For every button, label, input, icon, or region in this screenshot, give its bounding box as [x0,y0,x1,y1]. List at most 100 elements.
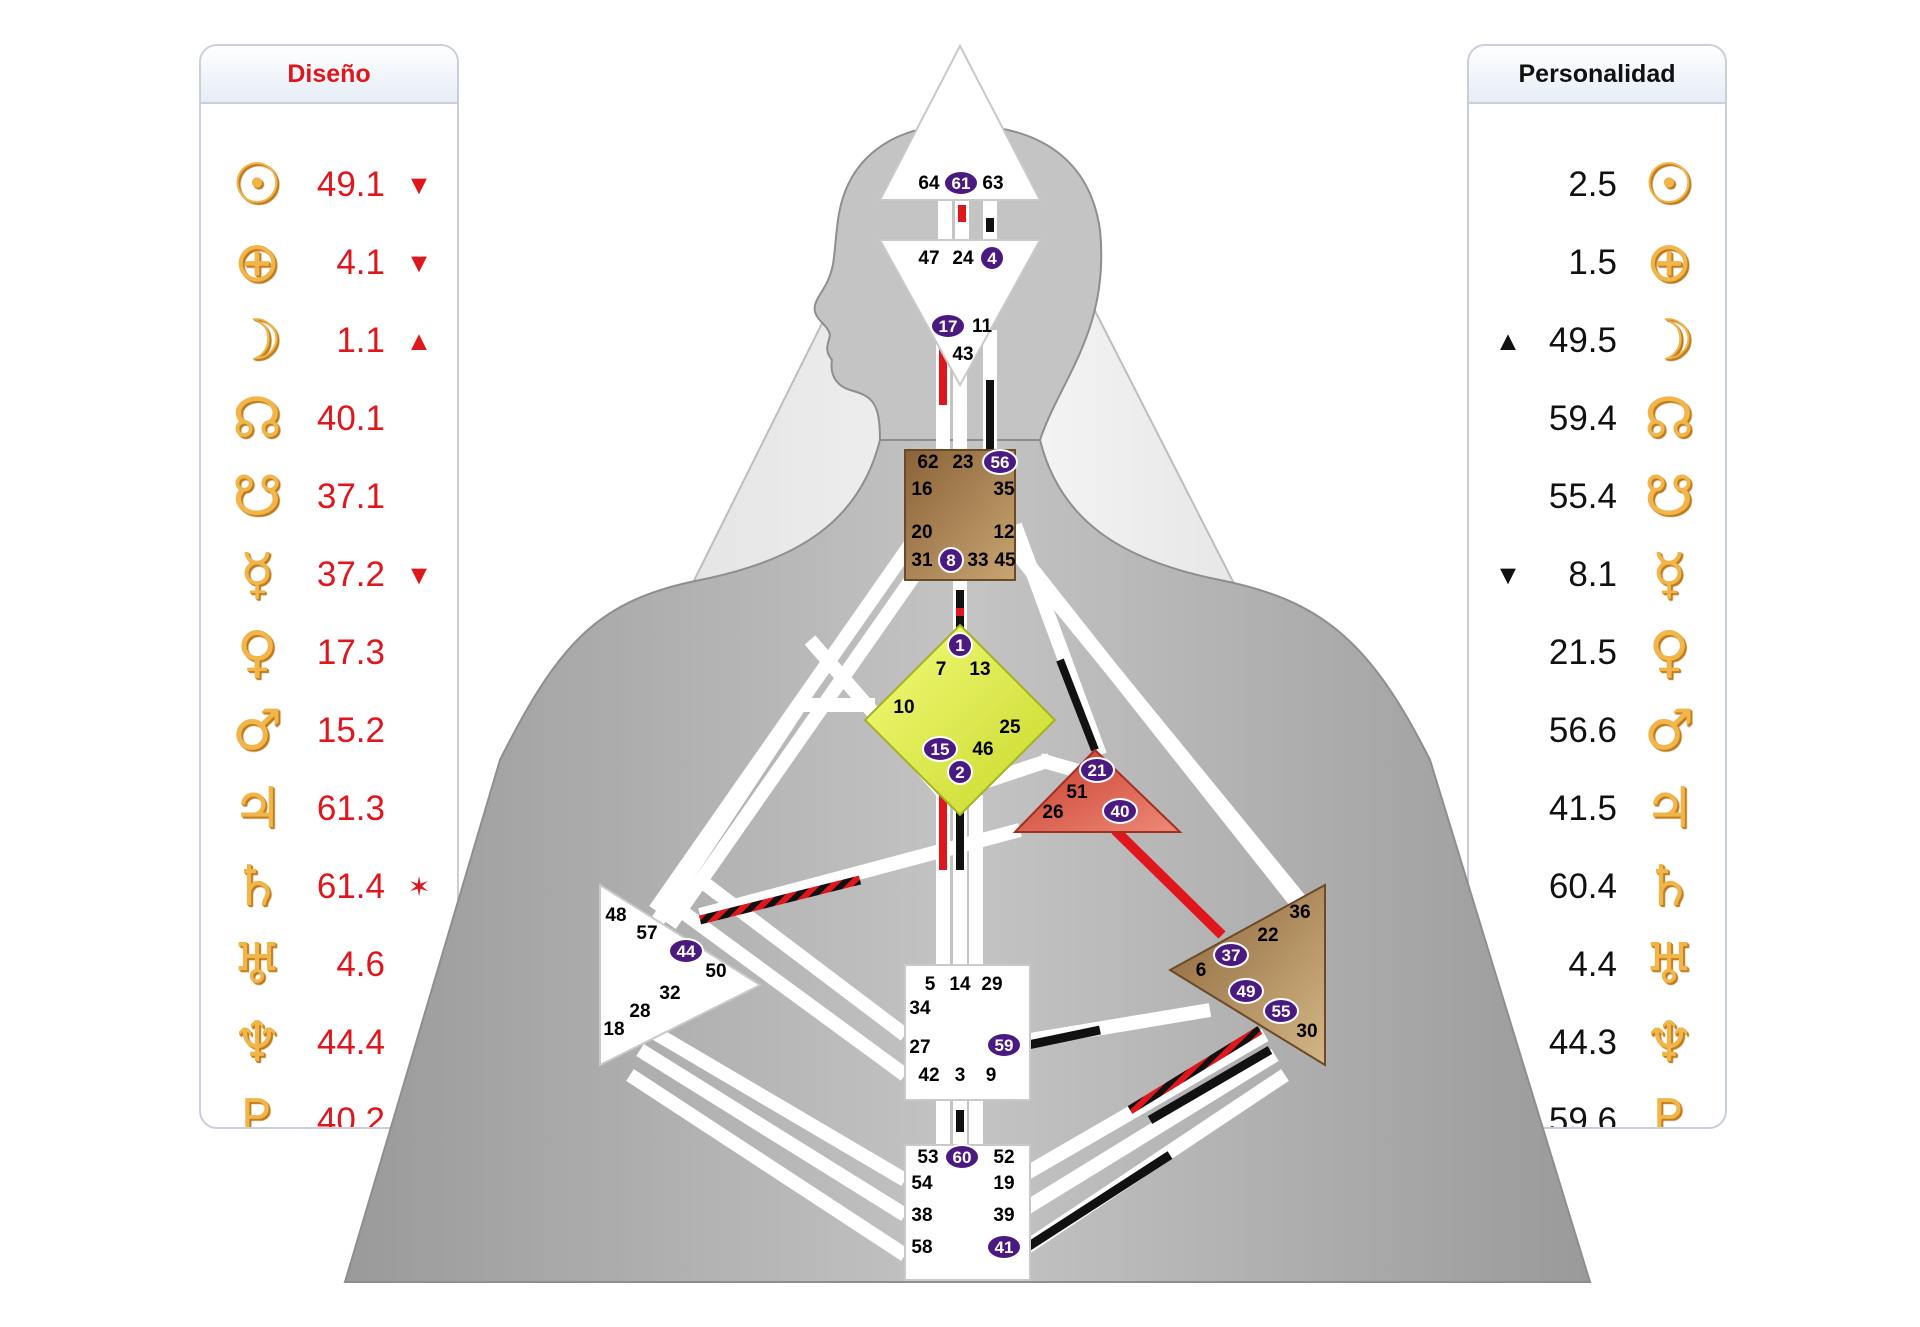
north-node-icon: ☊ [232,386,282,451]
gate-number: 24 [952,248,974,269]
gate-38: 38 [911,1205,932,1226]
gate-number: 18 [603,1019,624,1040]
gate-marker [986,1032,1022,1058]
gate-number: 29 [981,974,1002,995]
gate-number: 51 [1066,782,1088,803]
channel-activations [698,205,1273,1256]
gate-62: 62 [917,452,938,473]
personality-panel: Personalidad ☉2.5⊕1.5☽49.5▲☊59.4☋55.4☿8.… [1467,44,1727,1129]
gate-number: 7 [936,659,947,680]
gate-1: 1 [947,632,973,658]
gate-15: 15 [922,736,958,762]
personality-row-uranus: ♅ 4.4 [1469,926,1725,1004]
gate-number: 10 [893,697,914,718]
design-row-mercury: ☿37.2▼ [201,536,457,614]
gate-marker [1102,798,1138,824]
gate-32: 32 [659,983,680,1004]
gate-54: 54 [911,1173,933,1194]
ego-centre [1012,748,1183,833]
gate-marker [944,1144,980,1170]
design-row-sun: ☉49.1▼ [201,146,457,224]
gate-52: 52 [993,1147,1014,1168]
gate-number: 28 [629,1001,650,1022]
gate-31: 31 [911,550,933,571]
gate-46: 46 [972,739,993,760]
gate-line-value: 37.2 [316,555,385,594]
fixing-mark: ▲ [1494,326,1522,356]
gate-line-value: 1.5 [1568,243,1617,282]
gate-line-value: 60.4 [1548,867,1617,906]
gate-35: 35 [993,479,1015,500]
gate-43: 43 [952,344,973,365]
moon-icon: ☽ [1643,308,1695,373]
venus-icon: ♀ [236,620,278,685]
gate-2: 2 [947,759,973,785]
gate-34: 34 [909,998,931,1019]
gate-64: 64 [918,173,940,194]
gate-number: 16 [911,479,932,500]
gate-number: 60 [953,1148,972,1167]
gate-47: 47 [918,248,939,269]
gate-14: 14 [949,974,971,995]
gate-number: 52 [993,1147,1014,1168]
gate-55: 55 [1263,998,1299,1024]
gate-marker [922,736,958,762]
personality-row-pluto: ♇59.6 [1469,1082,1725,1127]
gate-3: 3 [955,1065,966,1086]
gate-number: 17 [939,317,958,336]
gate-number: 36 [1289,902,1310,923]
jupiter-icon: ♃ [1643,776,1695,841]
gate-line-value: 37.1 [316,477,385,516]
personality-row-mercury: ☿8.1▼ [1469,536,1725,614]
gate-49: 49 [1228,978,1264,1004]
gate-number: 15 [931,740,950,759]
gate-10: 10 [893,697,914,718]
gate-marker [979,245,1005,271]
gate-63: 63 [982,173,1003,194]
gate-line-value: 40.2 [316,1101,385,1129]
gate-23: 23 [952,452,973,473]
gate-marker [943,170,979,196]
gate-number: 40 [1111,802,1130,821]
gate-number: 49 [1237,982,1256,1001]
personality-row-earth: ⊕1.5 [1469,224,1725,302]
gate-number: 34 [909,998,931,1019]
gate-48: 48 [605,905,626,926]
gate-line-value: 4.1 [336,243,385,282]
sacral-centre [904,964,1031,1101]
gate-61: 61 [943,170,979,196]
moon-icon: ☽ [231,308,283,373]
gate-marker [947,759,973,785]
pluto-icon: ♇ [231,1088,283,1129]
gate-26: 26 [1042,802,1063,823]
venus-icon: ♀ [1648,620,1690,685]
gate-number: 6 [1196,960,1207,981]
gate-6: 6 [1196,960,1207,981]
gate-number: 54 [911,1173,933,1194]
gate-19: 19 [993,1173,1014,1194]
gate-40: 40 [1102,798,1138,824]
gate-28: 28 [629,1001,650,1022]
gate-number: 39 [993,1205,1014,1226]
uranus-icon: ♅ [1643,932,1695,997]
gate-line-value: 1.1 [336,321,385,360]
gate-51: 51 [1066,782,1088,803]
gate-number: 27 [909,1037,930,1058]
gate-57: 57 [636,923,657,944]
gate-number: 35 [993,479,1015,500]
uranus-icon: ♅ [231,932,283,997]
gate-line-value: 4.4 [1568,945,1617,984]
gate-number: 32 [659,983,680,1004]
gate-36: 36 [1289,902,1310,923]
gate-60: 60 [944,1144,980,1170]
design-row-pluto: ♇ 40.2 [201,1082,457,1129]
gate-25: 25 [999,717,1021,738]
design-row-venus: ♀17.3 [201,614,457,692]
gate-marker [982,449,1018,475]
gate-41: 41 [986,1234,1022,1260]
gate-33: 33 [967,550,988,571]
gate-number: 4 [987,249,997,268]
south-node-icon: ☋ [1644,464,1694,529]
neptune-icon: ♆ [231,1010,283,1075]
